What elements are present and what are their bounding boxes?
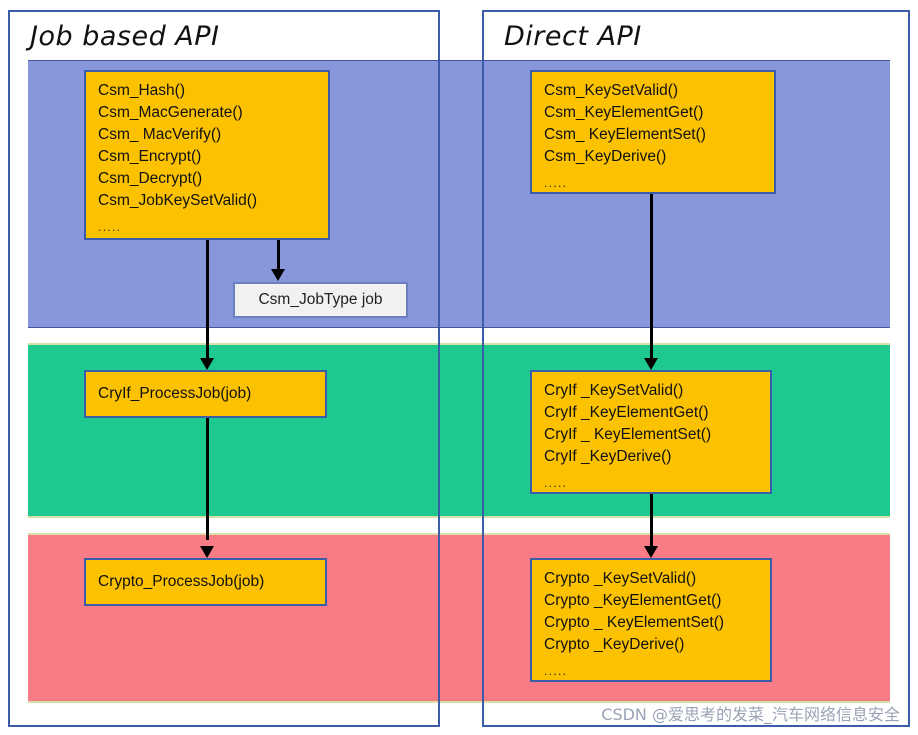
api-ellipsis: .....	[544, 175, 568, 190]
group-job-based-api[interactable]: Job based API	[8, 10, 440, 727]
api-line: Csm_Encrypt()	[98, 148, 202, 165]
api-line: Csm_Hash()	[98, 82, 185, 99]
api-box-crypto-direct[interactable]: Crypto _KeySetValid() Crypto _KeyElement…	[530, 558, 772, 682]
api-line: Crypto _KeyDerive()	[544, 636, 685, 653]
api-line: Csm_KeyElementGet()	[544, 104, 704, 121]
group-direct-api[interactable]: Direct API	[482, 10, 910, 727]
job-type-label: Csm_JobType job	[258, 291, 383, 308]
api-ellipsis: .....	[98, 219, 122, 234]
api-line: Crypto_ProcessJob(job)	[98, 573, 265, 590]
api-line: Crypto _KeyElementGet()	[544, 592, 722, 609]
job-type-box[interactable]: Csm_JobType job	[233, 282, 408, 318]
api-box-csm-direct[interactable]: Csm_KeySetValid() Csm_KeyElementGet() Cs…	[530, 70, 776, 194]
api-box-csm-job-based[interactable]: Csm_Hash() Csm_MacGenerate() Csm_ MacVer…	[84, 70, 330, 240]
arrow-line-cryif-to-crypto-job	[206, 418, 209, 540]
group-title-direct-api: Direct API	[484, 12, 908, 60]
api-box-cryif-direct[interactable]: CryIf _KeySetValid() CryIf _KeyElementGe…	[530, 370, 772, 494]
api-line: Csm_ KeyElementSet()	[544, 126, 706, 143]
api-line: Crypto _KeySetValid()	[544, 570, 697, 587]
arrow-head-csm-to-jobtype	[271, 269, 285, 281]
api-line: Crypto _ KeyElementSet()	[544, 614, 725, 631]
api-line: CryIf _KeySetValid()	[544, 382, 684, 399]
api-line: Csm_Decrypt()	[98, 170, 203, 187]
arrow-head-cryif-to-crypto-direct	[644, 546, 658, 558]
api-ellipsis: .....	[544, 663, 568, 678]
api-box-cryif-process-job[interactable]: CryIf_ProcessJob(job)	[84, 370, 327, 418]
group-title-job-based-api: Job based API	[10, 12, 438, 60]
api-line: Csm_JobKeySetValid()	[98, 192, 258, 209]
api-line: Csm_MacGenerate()	[98, 104, 243, 121]
arrow-line-csm-to-cryif-job	[206, 240, 209, 362]
api-line: Csm_KeySetValid()	[544, 82, 679, 99]
api-line: CryIf_ProcessJob(job)	[98, 385, 252, 402]
arrow-line-csm-to-jobtype	[277, 240, 280, 272]
api-line: Csm_ MacVerify()	[98, 126, 222, 143]
arrow-line-csm-to-cryif-direct	[650, 194, 653, 362]
api-line: Csm_KeyDerive()	[544, 148, 667, 165]
api-line: CryIf _KeyElementGet()	[544, 404, 709, 421]
api-box-crypto-process-job[interactable]: Crypto_ProcessJob(job)	[84, 558, 327, 606]
arrow-head-csm-to-cryif-job	[200, 358, 214, 370]
arrow-head-cryif-to-crypto-job	[200, 546, 214, 558]
arrow-line-cryif-to-crypto-direct	[650, 494, 653, 552]
api-ellipsis: .....	[544, 475, 568, 490]
arrow-head-csm-to-cryif-direct	[644, 358, 658, 370]
api-line: CryIf _ KeyElementSet()	[544, 426, 712, 443]
api-line: CryIf _KeyDerive()	[544, 448, 672, 465]
